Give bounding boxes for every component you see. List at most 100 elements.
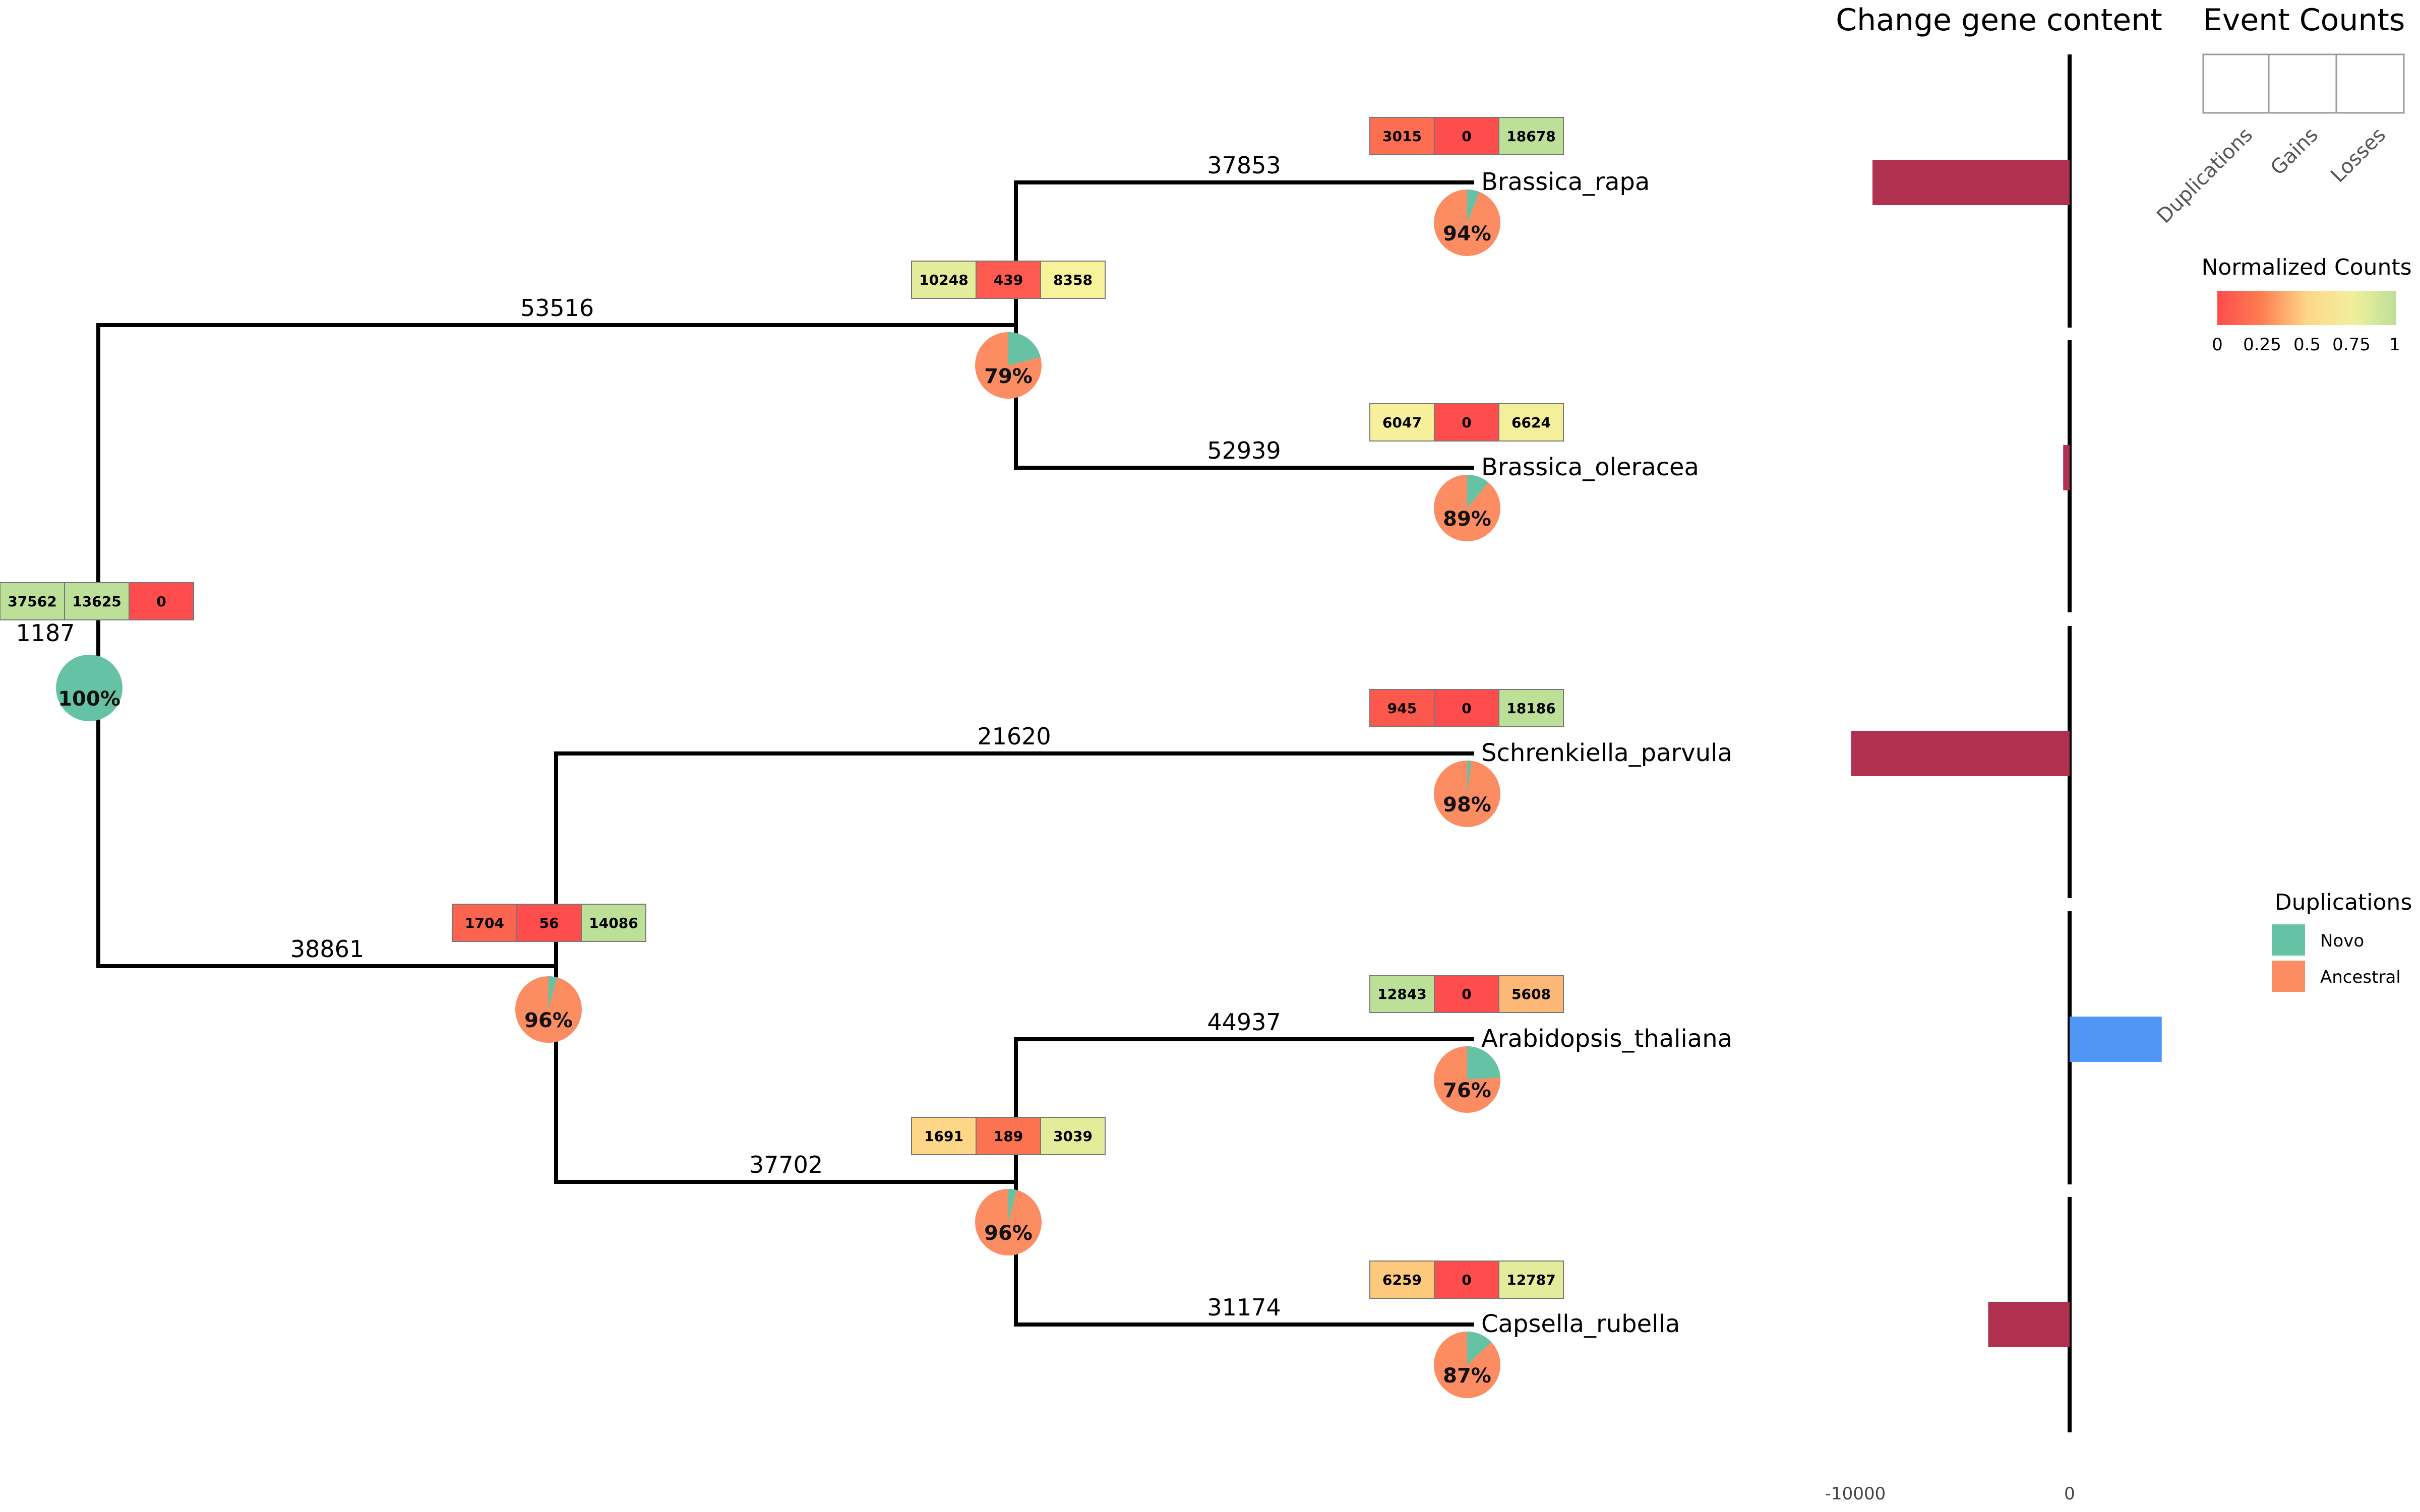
event-count-value: 18186 <box>1506 700 1555 717</box>
pie-percent-label: 94% <box>1443 222 1491 245</box>
event-count-cell <box>911 1117 977 1155</box>
normalized-counts-title: Normalized Counts <box>2201 255 2411 280</box>
branch-schrenkiella-parvula <box>554 751 1474 968</box>
tip-label-brassica-rapa: Brassica_rapa <box>1481 168 1650 196</box>
event-key-box-gains <box>2268 53 2337 114</box>
branch-brassica-rapa <box>1014 180 1474 327</box>
event-count-cell <box>1040 1117 1106 1155</box>
normalized-tick-025: 0.25 <box>2243 335 2281 355</box>
gene-content-bar-capsella-rubella <box>1988 1302 2070 1347</box>
normalized-tick-05: 0.5 <box>2293 335 2321 355</box>
event-count-value: 0 <box>156 593 166 610</box>
event-counts-key: Duplications Gains Losses <box>2152 53 2405 228</box>
change-gene-content-title: Change gene content <box>1836 3 2162 38</box>
event-count-value: 3015 <box>1382 128 1422 145</box>
pie-slice-novo <box>1467 190 1480 223</box>
branch-length-label-schrenkiella-parvula: 21620 <box>977 723 1051 750</box>
event-count-value: 945 <box>1387 700 1417 717</box>
duplication-pie-lower-anc: 96% <box>515 976 582 1043</box>
event-count-cell <box>1498 1261 1564 1299</box>
gene-content-bar-arabidopsis-thaliana <box>2070 1017 2162 1062</box>
event-count-value: 18678 <box>1506 128 1555 145</box>
legend-label-ancestral: Ancestral <box>2320 967 2401 987</box>
pie-slice-novo <box>56 655 123 721</box>
event-count-cell <box>516 904 582 942</box>
event-count-value: 37562 <box>8 593 56 610</box>
gene-content-bar-brassica-oleracea <box>2063 445 2070 490</box>
duplications-legend-title: Duplications <box>2275 890 2412 915</box>
event-count-cell <box>976 1117 1041 1155</box>
normalized-tick-0: 0 <box>2212 335 2223 355</box>
pie-percent-label: 98% <box>1443 793 1491 816</box>
pie-slice-novo <box>1467 1046 1500 1080</box>
duplication-pie-capsella-rubella: 87% <box>1434 1332 1500 1398</box>
tip-label-arabidopsis-thaliana: Arabidopsis_thaliana <box>1481 1025 1732 1053</box>
pie-slice-novo <box>1008 1189 1017 1222</box>
event-count-cell <box>1434 117 1499 155</box>
event-count-cell <box>1040 261 1106 299</box>
duplication-pie-arabidopsis-thaliana: 76% <box>1434 1046 1500 1113</box>
event-count-value: 12787 <box>1506 1272 1555 1288</box>
event-count-value: 0 <box>1462 128 1471 145</box>
branch-length-label-root: 1187 <box>16 619 75 647</box>
event-count-value: 6624 <box>1511 414 1551 431</box>
event-count-value: 0 <box>1462 986 1471 1002</box>
pie-percent-label: 79% <box>984 365 1033 388</box>
event-count-cell <box>1498 689 1564 727</box>
normalized-tick-075: 0.75 <box>2332 335 2371 355</box>
event-count-cell <box>1369 1261 1435 1299</box>
pie-slice-novo <box>549 976 557 1010</box>
event-count-value: 14086 <box>589 915 638 931</box>
normalized-tick-1: 1 <box>2389 335 2400 355</box>
event-count-cell <box>1434 403 1499 442</box>
event-count-boxes-capsella-rubella: 6259 0 12787 <box>1369 1261 1564 1299</box>
event-count-cell <box>911 261 977 299</box>
pie-slice-novo <box>1008 332 1041 365</box>
event-count-value: 10248 <box>919 272 968 288</box>
duplication-pie-brassica-oleracea: 89% <box>1434 475 1500 541</box>
normalized-counts-legend: Normalized Counts 0 0.25 0.5 0.75 1 <box>2201 255 2411 355</box>
event-count-cell <box>1369 117 1435 155</box>
event-count-value: 0 <box>1462 700 1471 717</box>
branch-length-label-arab-caps-anc: 37702 <box>749 1151 823 1178</box>
duplication-pie-root: 100% <box>56 655 123 721</box>
event-count-value: 12843 <box>1377 986 1426 1002</box>
pie-slice-novo <box>1467 761 1472 794</box>
legend-label-novo: Novo <box>2320 931 2364 951</box>
branch-length-label-capsella-rubella: 31174 <box>1207 1294 1281 1321</box>
event-count-cell <box>581 904 646 942</box>
event-count-cell <box>1498 117 1564 155</box>
duplications-legend: Duplications Novo Ancestral <box>2272 890 2412 992</box>
branch-arabidopsis-thaliana <box>1014 1037 1474 1184</box>
event-count-value: 1691 <box>924 1128 963 1145</box>
duplication-pie-brassica-anc: 79% <box>975 332 1042 399</box>
event-count-cell <box>1369 689 1435 727</box>
event-count-value: 0 <box>1462 414 1471 431</box>
pie-percent-label: 96% <box>524 1009 573 1032</box>
normalized-counts-colorbar <box>2217 291 2396 325</box>
event-count-boxes-brassica-rapa: 3015 0 18678 <box>1369 117 1564 155</box>
event-count-value: 6259 <box>1382 1272 1422 1288</box>
event-count-cell <box>64 582 130 620</box>
event-counts-title: Event Counts <box>2203 3 2405 38</box>
event-count-value: 0 <box>1462 1272 1471 1288</box>
event-column-label-gains: Gains <box>2266 123 2323 180</box>
pie-percent-label: 96% <box>984 1222 1033 1245</box>
event-count-cell <box>1434 1261 1499 1299</box>
event-count-cell <box>1498 975 1564 1013</box>
branch-length-label-arabidopsis-thaliana: 44937 <box>1207 1009 1281 1036</box>
tip-label-capsella-rubella: Capsella_rubella <box>1481 1310 1680 1338</box>
event-count-boxes-schrenkiella-parvula: 945 0 18186 <box>1369 689 1564 727</box>
legend-swatch-novo <box>2272 924 2305 956</box>
event-count-cell <box>976 261 1041 299</box>
tip-label-brassica-oleracea: Brassica_oleracea <box>1481 453 1699 481</box>
phylogenetic-tree: 1187535163785352939388612162037702449373… <box>0 117 1732 1398</box>
tip-label-schrenkiella-parvula: Schrenkiella_parvula <box>1481 739 1732 767</box>
event-column-label-losses: Losses <box>2326 123 2390 187</box>
